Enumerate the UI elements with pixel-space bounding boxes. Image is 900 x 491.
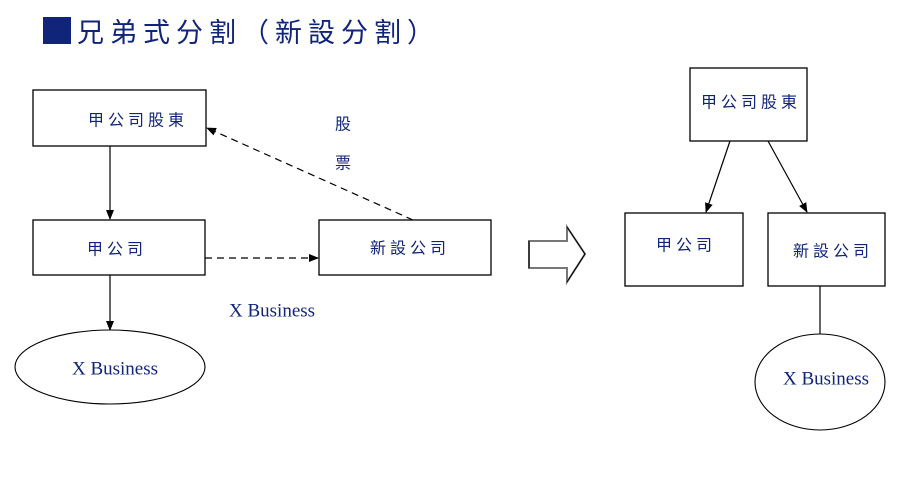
before-company-label: 甲公司 <box>87 240 147 259</box>
after-new-company-node: 新設公司 <box>767 212 886 287</box>
after-business-ellipse <box>754 333 886 431</box>
before-business-label: X Business <box>72 359 158 380</box>
before-shareholders-node: 甲公司股東 <box>32 89 207 147</box>
before-business-ellipse <box>14 329 206 405</box>
before-business-node: X Business <box>14 329 206 405</box>
slide-title-text: 兄弟式分割（新設分割） <box>77 17 440 49</box>
after-company-node: 甲公司 <box>624 212 744 287</box>
before-new-company-label: 新設公司 <box>370 239 450 258</box>
shares-label-char1: 股 <box>335 115 351 134</box>
before-new-company-box <box>318 219 492 276</box>
before-diagram: 甲公司股東 甲公司 新設公司 X Business X Business 股 票 <box>14 89 492 405</box>
square-bullet-icon <box>43 16 71 44</box>
after-diagram: 甲公司股東 甲公司 新設公司 X Business <box>624 67 886 431</box>
before-new-company-node: 新設公司 <box>318 219 492 276</box>
slide-title: 兄弟式分割（新設分割） <box>43 12 440 49</box>
before-shareholders-label: 甲公司股東 <box>88 111 188 130</box>
after-shareholders-label: 甲公司股東 <box>701 93 801 112</box>
before-shareholders-box <box>32 89 207 147</box>
after-new-company-label: 新設公司 <box>793 242 873 261</box>
edge-new-company-to-shareholders-dashed <box>206 127 414 221</box>
right-block-arrow-icon <box>528 223 587 286</box>
after-company-box <box>624 212 744 287</box>
shares-label-char2: 票 <box>335 154 351 173</box>
transfer-business-label: X Business <box>229 301 315 322</box>
after-new-company-box <box>767 212 886 287</box>
before-company-box <box>32 219 206 276</box>
after-shareholders-box <box>689 67 808 142</box>
after-shareholders-node: 甲公司股東 <box>689 67 808 142</box>
after-company-label: 甲公司 <box>656 236 716 255</box>
after-business-label: X Business <box>783 369 869 390</box>
edge-after-shareholders-to-company <box>705 140 731 213</box>
before-company-node: 甲公司 <box>32 219 206 276</box>
edge-after-shareholders-to-new-company <box>767 140 808 213</box>
after-business-node: X Business <box>754 333 886 431</box>
